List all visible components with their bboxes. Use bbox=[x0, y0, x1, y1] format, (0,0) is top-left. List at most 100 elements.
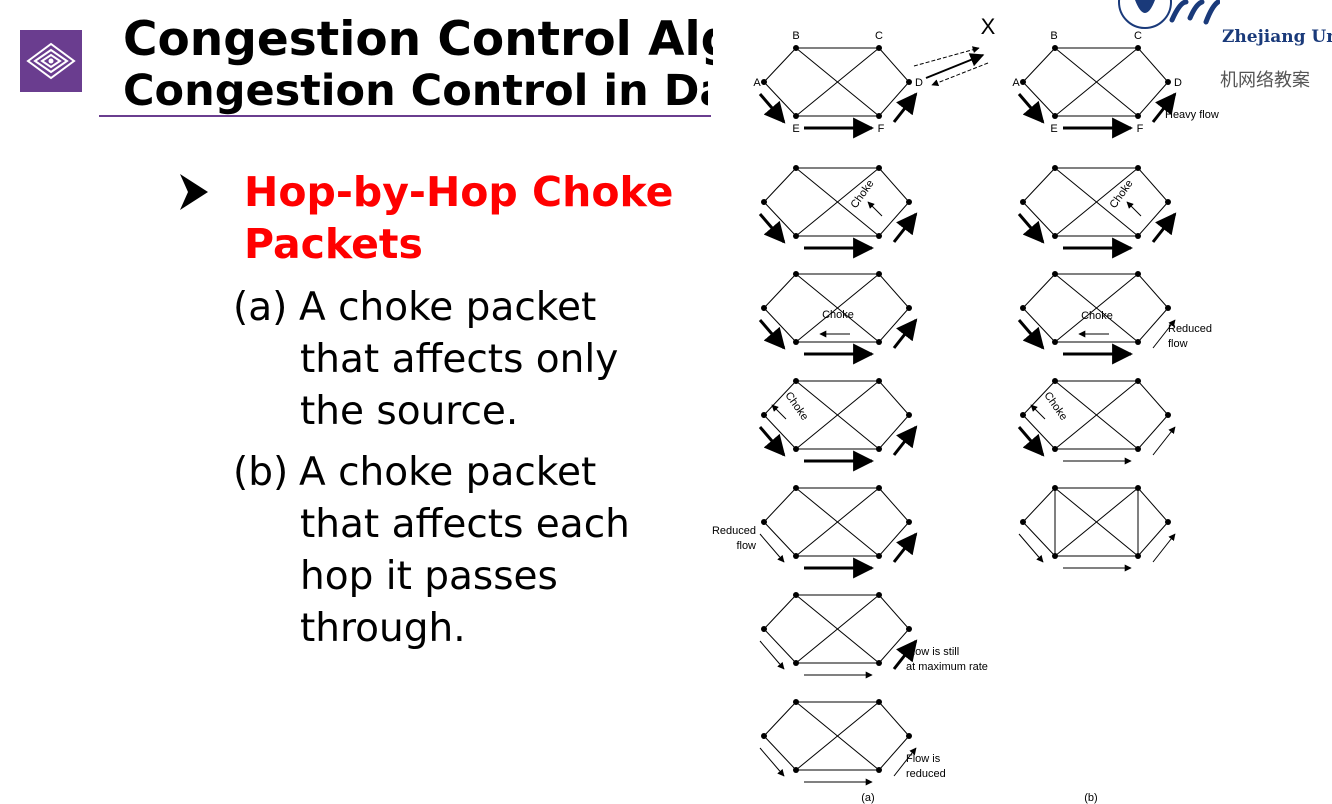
heavy-flow-label: Heavy flow bbox=[1165, 109, 1219, 121]
network-edge-b2-3 bbox=[1022, 307, 1056, 343]
router-node-a1-F bbox=[876, 233, 882, 239]
label-node-c: C bbox=[875, 30, 883, 42]
router-node-b4-D bbox=[1165, 519, 1171, 525]
flow-arrow-fd-a1 bbox=[892, 212, 918, 243]
router-node-b0-B bbox=[1052, 45, 1058, 51]
choke-arrow-b1 bbox=[1126, 201, 1142, 217]
item-b-label: (b) bbox=[233, 450, 289, 495]
flow-arrow-ae-a2 bbox=[758, 319, 786, 350]
network-edge-b0-0 bbox=[1022, 47, 1056, 83]
item-b-line1: A choke packet bbox=[299, 450, 597, 495]
flow-arrow-ae-b2 bbox=[1017, 319, 1045, 350]
router-node-b3-C bbox=[1135, 378, 1141, 384]
network-edge-b4-7 bbox=[1054, 487, 1139, 557]
still-max-line2: at maximum rate bbox=[906, 661, 988, 673]
network-edge-a0-3 bbox=[763, 81, 797, 117]
flow-arrow-fd-a0 bbox=[892, 92, 918, 123]
router-node-a2-A bbox=[761, 305, 767, 311]
caption-b: (b) bbox=[1084, 792, 1097, 804]
router-node-a4-E bbox=[793, 553, 799, 559]
label-node-d: D bbox=[915, 77, 923, 89]
flow-arrow-ae-b4 bbox=[1018, 533, 1044, 563]
university-name: Zhejiang Un bbox=[1222, 27, 1332, 47]
router-node-a0-E bbox=[793, 113, 799, 119]
router-node-b1-F bbox=[1135, 233, 1141, 239]
still-max-line1: Flow is still bbox=[906, 646, 959, 658]
item-a-label: (a) bbox=[233, 285, 288, 330]
label-node-c2: C bbox=[1134, 30, 1142, 42]
router-node-a2-E bbox=[793, 339, 799, 345]
router-node-a3-A bbox=[761, 412, 767, 418]
network-edge-a0-0 bbox=[763, 47, 797, 83]
router-node-b4-E bbox=[1052, 553, 1058, 559]
router-node-a4-B bbox=[793, 485, 799, 491]
item-b-line2: that affects each bbox=[300, 502, 630, 547]
router-node-a1-E bbox=[793, 233, 799, 239]
network-edge-a5-7 bbox=[795, 594, 880, 664]
router-node-a0-D bbox=[906, 79, 912, 85]
choke-label-a3: Choke bbox=[782, 390, 810, 423]
network-edge-a0-7 bbox=[795, 47, 880, 117]
router-node-b0-A bbox=[1020, 79, 1026, 85]
router-node-b2-B bbox=[1052, 271, 1058, 277]
label-node-f: F bbox=[878, 123, 885, 135]
router-node-a6-A bbox=[761, 733, 767, 739]
router-node-b0-D bbox=[1165, 79, 1171, 85]
reduced-flow-a-line2: flow bbox=[736, 540, 756, 552]
choke-label-b2: Choke bbox=[1081, 310, 1113, 322]
network-edge-a4-5 bbox=[878, 521, 910, 557]
flow-arrow-ae-b3 bbox=[1017, 426, 1045, 457]
flow-arrow-ae-a4 bbox=[759, 533, 785, 563]
router-node-a5-B bbox=[793, 592, 799, 598]
network-edge-a2-0 bbox=[763, 273, 797, 309]
network-edge-a6-3 bbox=[763, 735, 797, 771]
network-edge-a0-2 bbox=[878, 47, 910, 83]
router-node-a5-E bbox=[793, 660, 799, 666]
network-edge-a6-5 bbox=[878, 735, 910, 771]
university-emblem-icon bbox=[1118, 0, 1220, 29]
router-node-a6-D bbox=[906, 733, 912, 739]
router-node-a2-F bbox=[876, 339, 882, 345]
router-node-b1-C bbox=[1135, 165, 1141, 171]
label-node-a2: A bbox=[1012, 77, 1020, 89]
router-node-a4-A bbox=[761, 519, 767, 525]
university-logo: Zhejiang Un 机网络教案 bbox=[1110, 0, 1332, 100]
network-edge-a3-5 bbox=[878, 414, 910, 450]
network-edge-b2-5 bbox=[1137, 307, 1169, 343]
router-node-a0-B bbox=[793, 45, 799, 51]
network-edge-a6-0 bbox=[763, 701, 797, 737]
reduced-flow-b-line2: flow bbox=[1168, 338, 1188, 350]
network-edge-a1-3 bbox=[763, 201, 797, 237]
router-node-b3-E bbox=[1052, 446, 1058, 452]
router-node-b4-B bbox=[1052, 485, 1058, 491]
network-edge-a4-3 bbox=[763, 521, 797, 557]
network-edge-b0-7 bbox=[1054, 47, 1139, 117]
router-node-b1-A bbox=[1020, 199, 1026, 205]
network-edge-b4-0 bbox=[1022, 487, 1056, 523]
flow-arrow-ae-a6 bbox=[759, 747, 785, 777]
router-node-a0-A bbox=[761, 79, 767, 85]
network-edge-b3-5 bbox=[1137, 414, 1169, 450]
network-edge-a4-0 bbox=[763, 487, 797, 523]
flow-arrow-fd-b0 bbox=[1151, 92, 1177, 123]
router-node-a1-B bbox=[793, 165, 799, 171]
flow-arrow-fd-b2 bbox=[1152, 319, 1176, 349]
label-node-a: A bbox=[753, 77, 761, 89]
reduced-flow-b-line1: Reduced bbox=[1168, 323, 1212, 335]
flow-arrow-fd-a2 bbox=[892, 318, 918, 349]
router-node-b0-E bbox=[1052, 113, 1058, 119]
network-edge-b0-3 bbox=[1022, 81, 1056, 117]
router-node-a6-C bbox=[876, 699, 882, 705]
item-a-line2: that affects only bbox=[300, 337, 619, 382]
router-node-b2-C bbox=[1135, 271, 1141, 277]
router-node-a5-C bbox=[876, 592, 882, 598]
slide-title-line2: Congestion Control in Dat bbox=[123, 66, 708, 116]
router-node-b3-B bbox=[1052, 378, 1058, 384]
network-edge-b3-7 bbox=[1054, 380, 1139, 450]
network-edge-a6-7 bbox=[795, 701, 880, 771]
network-edge-a6-2 bbox=[878, 701, 910, 737]
router-node-a0-F bbox=[876, 113, 882, 119]
network-edge-a5-5 bbox=[878, 628, 910, 664]
flow-arrow-fd-b1 bbox=[1151, 212, 1177, 243]
flow-arrow-ae-a0 bbox=[758, 93, 786, 124]
